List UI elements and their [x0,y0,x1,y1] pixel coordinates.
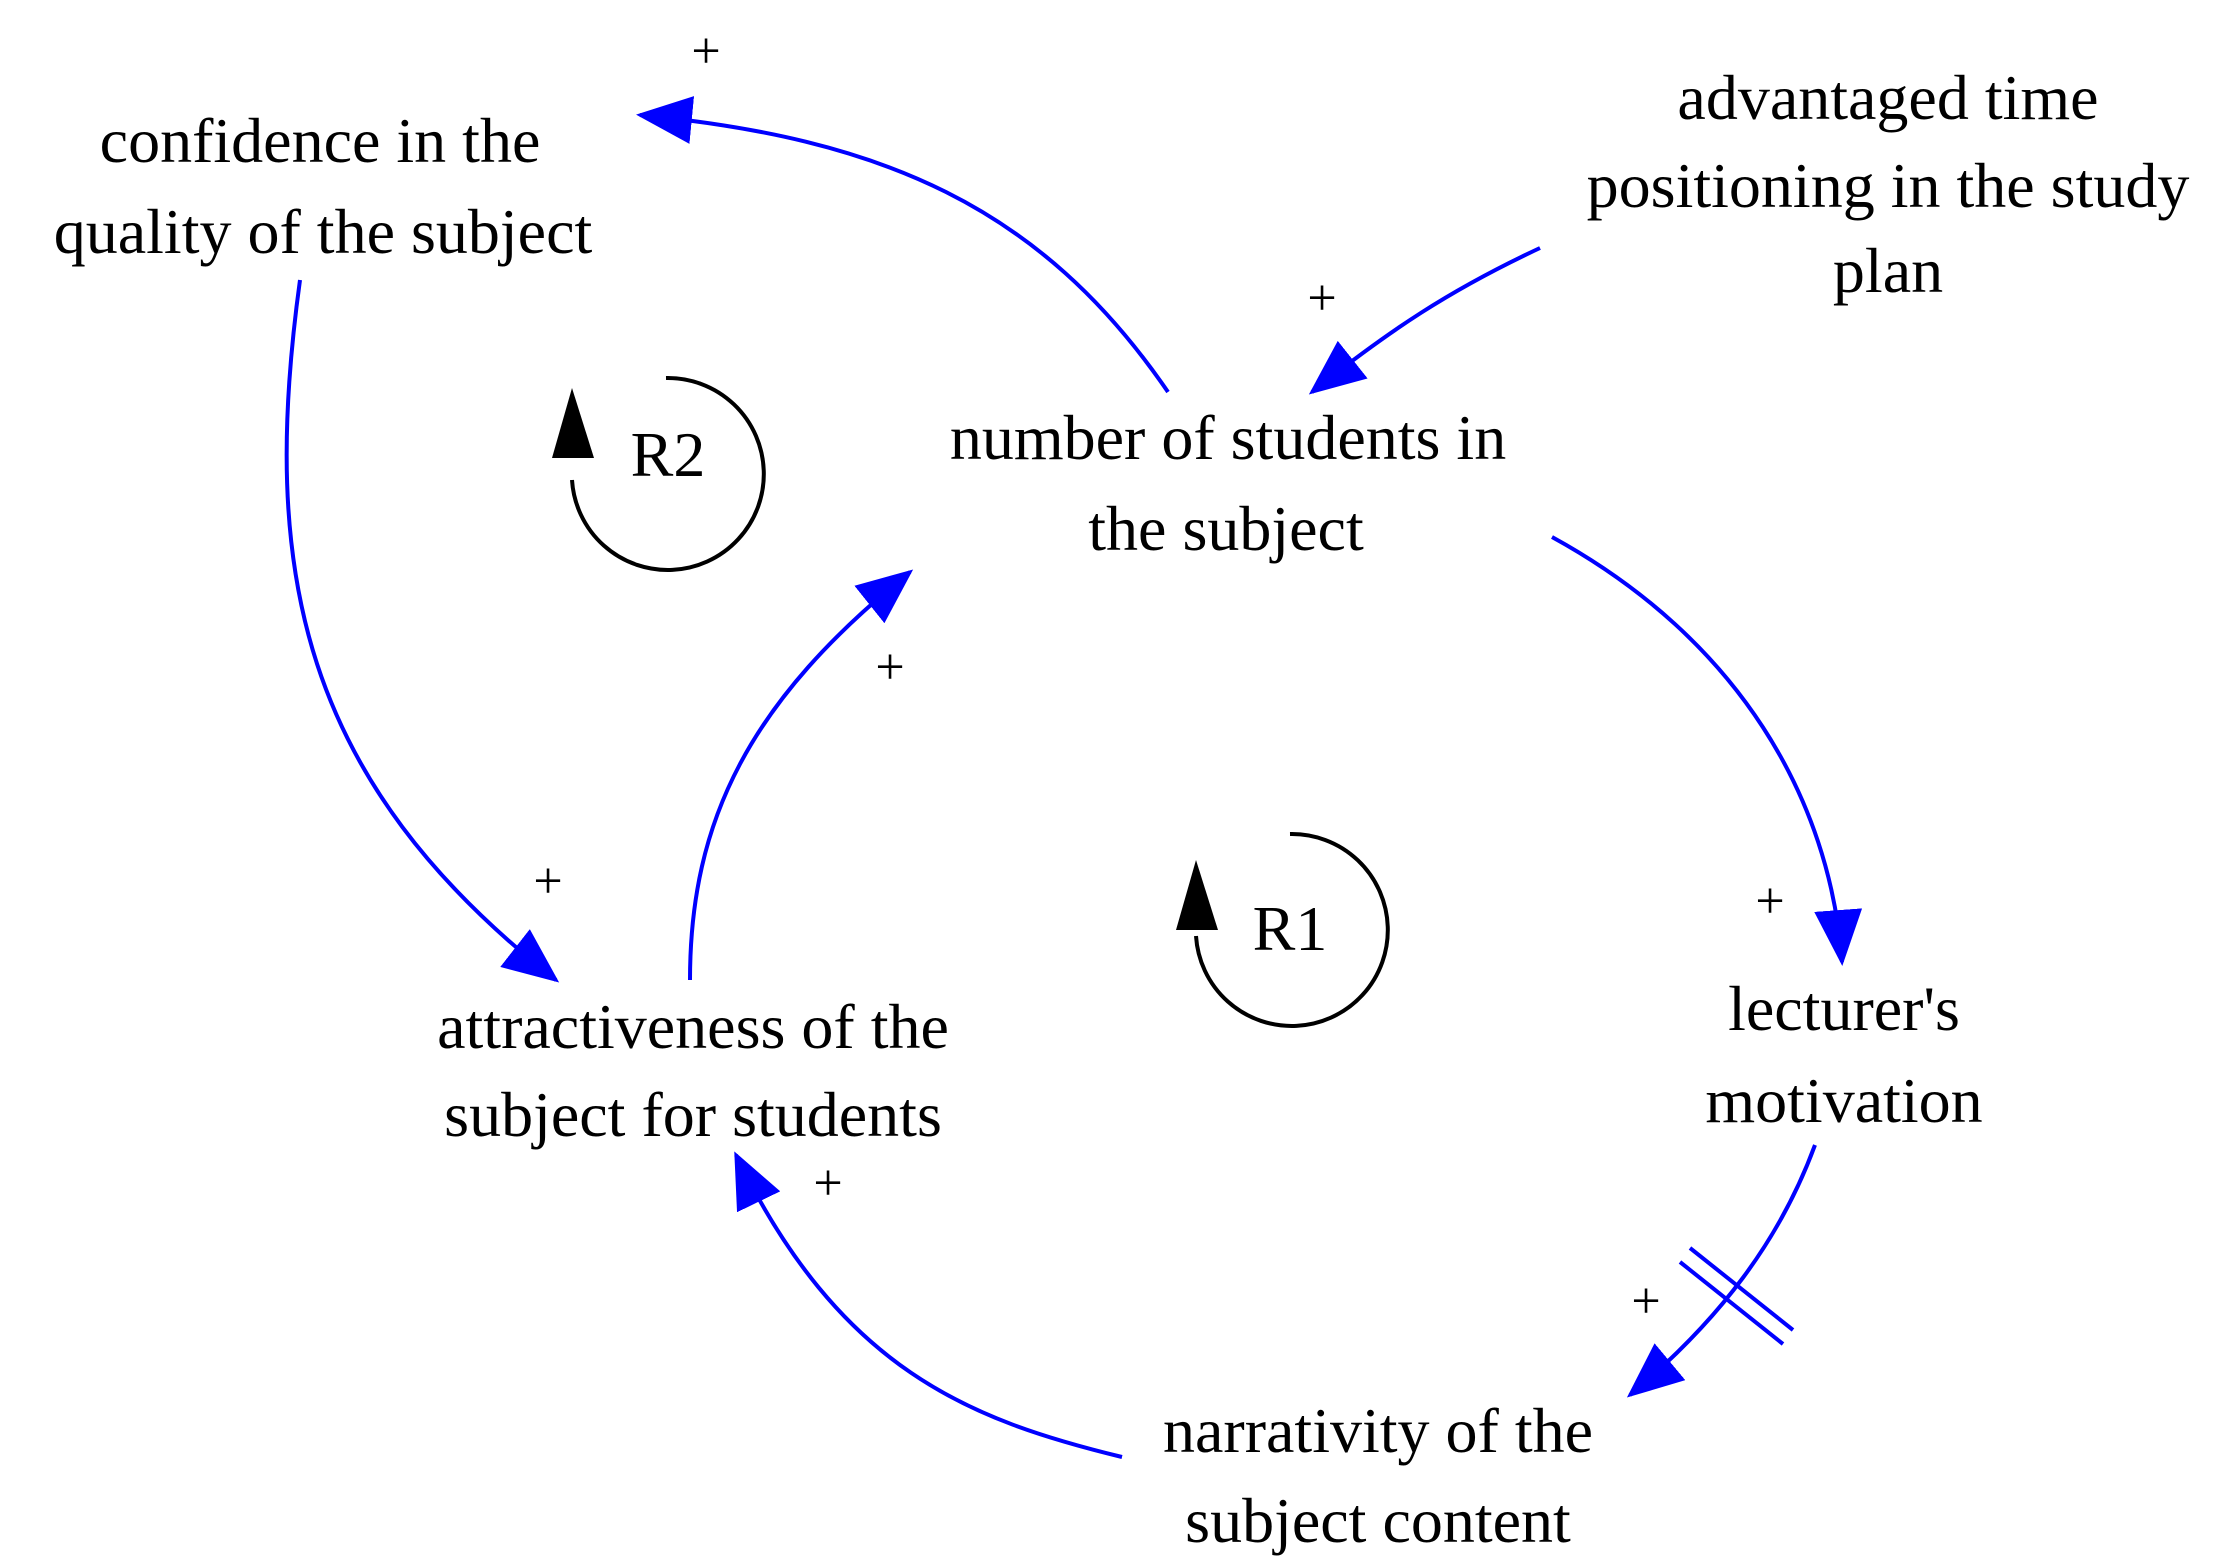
loop-label-r1: R1 [1253,893,1328,964]
variable-students-line-1: number of students in [950,402,1506,473]
variable-advantaged-line-3: plan [1833,235,1943,306]
variable-motivation-line-2: motivation [1705,1065,1982,1136]
loop-arc-r2 [570,375,766,572]
variable-number-of-students: number of students in the subject [950,402,1506,564]
variable-attractiveness-line-2: subject for students [444,1079,942,1150]
polarity-sign-students-motivation: + [1755,873,1784,930]
variable-confidence-line-2: quality of the subject [54,196,593,267]
loop-marker-r1: R1 [1176,831,1390,1028]
variable-narrativity-line-1: narrativity of the [1163,1395,1593,1466]
variable-advantaged-line-2: positioning in the study [1587,150,2190,221]
delay-mark-2 [1678,1260,1785,1346]
variable-lecturers-motivation: lecturer's motivation [1705,973,1982,1136]
polarity-sign-motivation-narrativity: + [1631,1273,1660,1330]
link-narrativity-to-attractiveness [734,1151,1123,1459]
polarity-sign-narrativity-attractiveness: + [813,1155,842,1212]
variable-narrativity: narrativity of the subject content [1163,1395,1593,1556]
variable-confidence-line-1: confidence in the [100,105,541,176]
loop-arrowhead-r2 [552,388,594,458]
variable-attractiveness-line-1: attractiveness of the [437,991,949,1062]
link-confidence-to-attractiveness [284,279,560,983]
polarity-sign-attractiveness-students: + [875,639,904,696]
variable-confidence-in-quality: confidence in the quality of the subject [54,105,593,267]
link-students-to-motivation [1551,535,1863,966]
loop-arrowhead-r1 [1176,860,1218,930]
loop-arc-r1 [1194,831,1390,1028]
variable-students-line-2: the subject [1088,493,1364,564]
link-attractiveness-to-students [688,569,914,981]
variable-narrativity-line-2: subject content [1185,1485,1571,1556]
polarity-sign-confidence-attractiveness: + [533,853,562,910]
polarity-sign-advantaged-students: + [1307,270,1336,327]
variable-attractiveness: attractiveness of the subject for studen… [437,991,949,1150]
delay-mark-1 [1688,1246,1795,1332]
loop-label-r2: R2 [631,419,706,490]
link-advantaged-to-students [1308,246,1541,395]
variable-motivation-line-1: lecturer's [1728,973,1960,1044]
link-students-to-confidence [636,96,1170,394]
polarity-sign-students-confidence: + [691,23,720,80]
variable-advantaged-time-positioning: advantaged time positioning in the study… [1587,62,2190,306]
variable-advantaged-line-1: advantaged time [1677,62,2098,133]
loop-marker-r2: R2 [552,375,766,572]
link-motivation-to-narrativity [1626,1144,1817,1398]
